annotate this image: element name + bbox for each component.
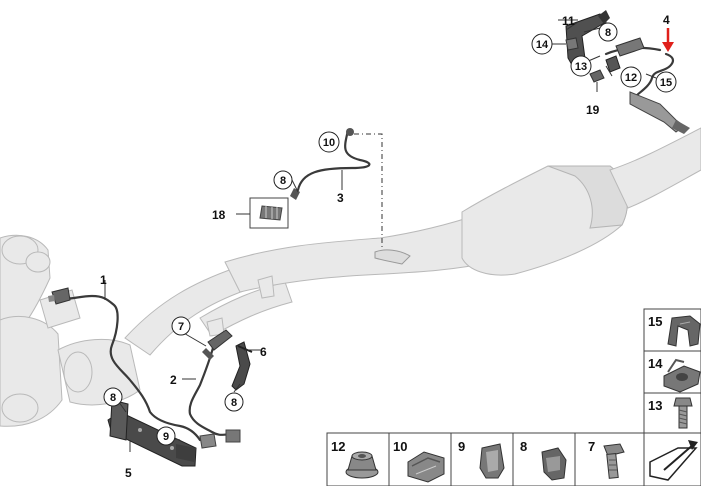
legend-label-7: 7 <box>588 439 595 454</box>
callout-2: 2 <box>170 373 177 387</box>
part-5-bracket <box>107 399 197 467</box>
legend-label-12: 12 <box>331 439 345 454</box>
svg-text:10: 10 <box>323 137 335 149</box>
callout-5: 5 <box>125 466 132 480</box>
spreader-clip-icon <box>479 443 505 479</box>
flange-nut-icon <box>345 451 379 479</box>
callout-8-d: 8 <box>598 22 618 42</box>
svg-text:12: 12 <box>625 72 637 84</box>
svg-text:9: 9 <box>163 431 169 443</box>
callout-1: 1 <box>100 273 107 287</box>
callout-7: 7 <box>171 316 191 336</box>
callout-19: 19 <box>586 103 600 117</box>
spring-clip-icon <box>667 315 701 347</box>
svg-text:13: 13 <box>575 61 587 73</box>
part-3-oxygen-sensor <box>290 128 371 200</box>
callout-11: 11 <box>562 14 575 28</box>
bolt-icon <box>673 397 693 429</box>
part-6-bracket <box>231 341 256 391</box>
svg-text:8: 8 <box>605 27 611 39</box>
part-2-oxygen-sensor <box>182 329 241 449</box>
callout-6: 6 <box>260 345 267 359</box>
svg-text:15: 15 <box>660 77 672 89</box>
callout-12: 12 <box>620 66 642 88</box>
part-12-clip <box>605 55 621 73</box>
cable-holder-icon <box>541 447 567 481</box>
cable-clip-icon <box>407 451 445 483</box>
svg-text:8: 8 <box>110 392 116 404</box>
part-19-bolt <box>589 69 605 92</box>
sensor-boss <box>374 249 411 265</box>
callout-9: 9 <box>156 426 176 446</box>
legend-label-14: 14 <box>648 356 663 371</box>
part-18-clip <box>249 197 289 229</box>
hex-bolt-icon <box>603 443 625 479</box>
part-4-oxygen-sensor <box>604 37 690 134</box>
callout-14: 14 <box>531 33 553 55</box>
svg-text:14: 14 <box>536 39 549 51</box>
callout-13: 13 <box>570 55 592 77</box>
parts-legend: 15 14 13 12 10 9 8 7 <box>326 308 701 486</box>
svg-text:7: 7 <box>178 321 184 333</box>
legend-label-9: 9 <box>458 439 465 454</box>
part-14-nut <box>565 37 579 51</box>
svg-text:8: 8 <box>280 175 286 187</box>
callout-18: 18 <box>212 208 226 222</box>
sheet-symbol-icon <box>649 440 698 481</box>
callout-15: 15 <box>655 71 677 93</box>
callout-8-c: 8 <box>224 392 244 412</box>
part-1-front-oxygen-sensor <box>48 280 202 442</box>
legend-cell-13 <box>643 392 701 434</box>
callout-10: 10 <box>318 131 340 153</box>
callout-8-b: 8 <box>103 387 123 407</box>
callout-8-a: 8 <box>273 170 293 190</box>
callout-3: 3 <box>337 191 344 205</box>
clip-nut-icon <box>663 358 701 393</box>
red-arrow-icon <box>662 28 674 52</box>
legend-label-15: 15 <box>648 314 662 329</box>
legend-label-10: 10 <box>393 439 407 454</box>
legend-label-13: 13 <box>648 398 662 413</box>
callout-4: 4 <box>663 13 670 27</box>
svg-text:8: 8 <box>231 397 237 409</box>
legend-label-8: 8 <box>520 439 527 454</box>
